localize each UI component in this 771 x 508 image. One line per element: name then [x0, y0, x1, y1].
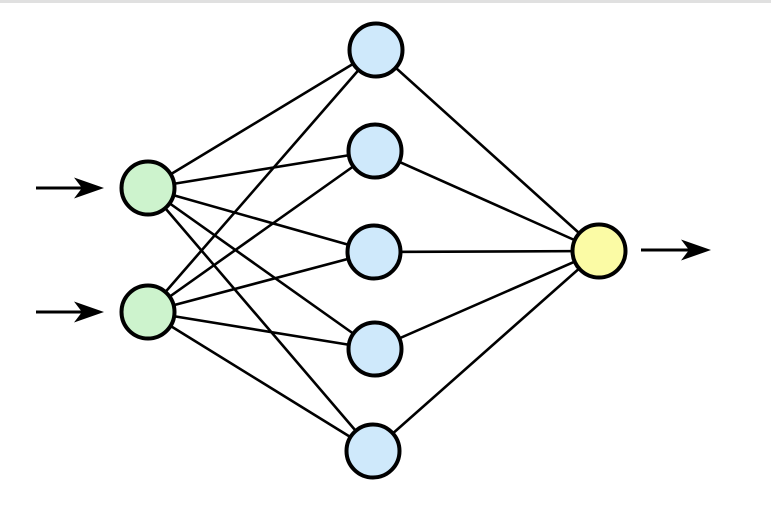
edge-i2-h4: [147, 310, 376, 351]
input-arrow-2-head-icon: [74, 301, 104, 323]
edge-h1-o1: [375, 49, 600, 252]
edge-h3-o1: [373, 249, 600, 254]
hidden-node-2: [346, 122, 404, 180]
output-node-1: [570, 222, 628, 280]
hidden-node-3: [345, 223, 403, 281]
edge-h5-o1: [372, 250, 600, 452]
edge-h4-o1: [374, 249, 600, 351]
window-top-border: [0, 0, 771, 3]
edge-i1-h5: [147, 187, 374, 452]
edge-i1-h1: [147, 48, 377, 190]
edge-i2-h5: [147, 310, 374, 453]
edge-h2-o1: [374, 149, 600, 253]
input-arrow-1-head-icon: [74, 177, 104, 199]
hidden-node-5: [344, 422, 402, 480]
edge-i2-h2: [147, 149, 376, 314]
edge-i1-h2: [147, 149, 376, 190]
edge-i2-h3: [147, 250, 375, 314]
input-node-1: [119, 159, 177, 217]
edge-i2-h1: [147, 49, 377, 313]
hidden-node-4: [346, 320, 404, 378]
input-node-2: [119, 283, 177, 341]
edge-i1-h4: [147, 186, 376, 351]
output-arrow-head-icon: [681, 239, 711, 261]
edge-i1-h3: [147, 186, 375, 254]
hidden-node-1: [347, 21, 405, 79]
